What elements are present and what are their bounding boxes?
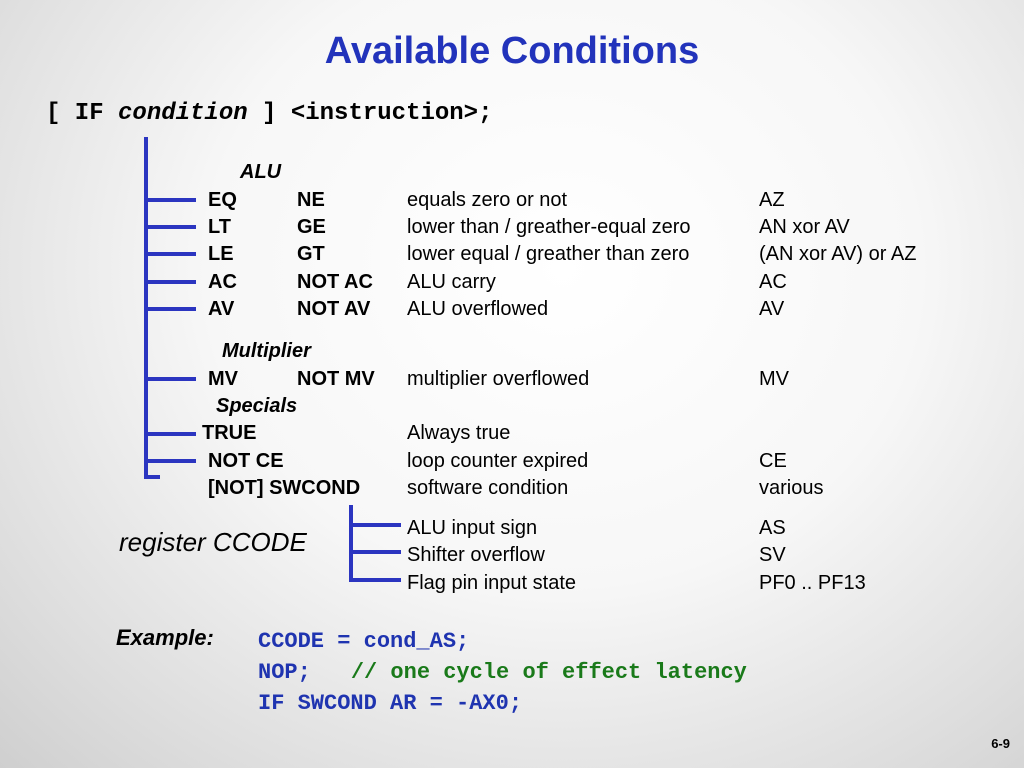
cond-mv: MV xyxy=(208,368,238,390)
flag-eq: AZ xyxy=(759,189,785,211)
desc-not-ce: loop counter expired xyxy=(407,450,589,472)
flag-mv: MV xyxy=(759,368,789,390)
cond-not-ce: NOT CE xyxy=(208,450,284,472)
page-number: 6-9 xyxy=(991,736,1010,751)
code-line-3: IF SWCOND AR = -AX0; xyxy=(258,691,523,716)
flag-ce: CE xyxy=(759,450,787,472)
group-alu: ALU xyxy=(240,161,282,183)
cond-ac: AC xyxy=(208,271,237,293)
cond-not-ac: NOT AC xyxy=(297,271,373,293)
code-comment: // one cycle of effect latency xyxy=(350,660,747,685)
ccode-desc-as: ALU input sign xyxy=(407,517,538,539)
cond-lt: LT xyxy=(208,216,231,238)
cond-not-mv: NOT MV xyxy=(297,368,375,390)
cond-swcond: [NOT] SWCOND xyxy=(208,477,361,499)
syntax-condition: condition xyxy=(118,100,248,127)
syntax-open: [ IF xyxy=(46,100,119,127)
cond-eq: EQ xyxy=(208,189,237,211)
group-multiplier: Multiplier xyxy=(222,340,311,362)
code-line-2: NOP; // one cycle of effect latency xyxy=(258,660,747,685)
group-specials: Specials xyxy=(216,395,298,417)
flag-swcond: various xyxy=(759,477,824,499)
desc-le: lower equal / greather than zero xyxy=(407,243,690,265)
desc-av: ALU overflowed xyxy=(407,298,549,320)
page-title: Available Conditions xyxy=(324,30,700,72)
ccode-desc-sv: Shifter overflow xyxy=(407,544,545,566)
cond-av: AV xyxy=(208,298,235,320)
ccode-desc-pf: Flag pin input state xyxy=(407,572,576,594)
instruction-syntax: [ IF condition ] <instruction>; xyxy=(46,100,492,127)
flag-lt: AN xor AV xyxy=(759,216,850,238)
desc-ac: ALU carry xyxy=(407,271,496,293)
flag-av: AV xyxy=(759,298,785,320)
code-line-1: CCODE = cond_AS; xyxy=(258,629,470,654)
cond-le: LE xyxy=(208,243,234,265)
cond-ne: NE xyxy=(297,189,325,211)
desc-eq: equals zero or not xyxy=(407,189,568,211)
example-label: Example: xyxy=(116,625,214,650)
syntax-close: ] <instruction>; xyxy=(247,100,493,127)
desc-mv: multiplier overflowed xyxy=(407,368,590,390)
ccode-label: register CCODE xyxy=(119,527,307,557)
flag-le: (AN xor AV) or AZ xyxy=(759,243,917,265)
ccode-flag-as: AS xyxy=(759,517,786,539)
code-line-2-code: NOP; xyxy=(258,660,311,685)
cond-true: TRUE xyxy=(202,422,257,444)
ccode-flag-pf: PF0 .. PF13 xyxy=(759,572,866,594)
cond-not-av: NOT AV xyxy=(297,298,371,320)
desc-true: Always true xyxy=(407,422,511,444)
cond-gt: GT xyxy=(297,243,325,265)
ccode-flag-sv: SV xyxy=(759,544,786,566)
cond-ge: GE xyxy=(297,216,326,238)
flag-ac: AC xyxy=(759,271,787,293)
desc-lt: lower than / greather-equal zero xyxy=(407,216,691,238)
desc-swcond: software condition xyxy=(407,477,569,499)
